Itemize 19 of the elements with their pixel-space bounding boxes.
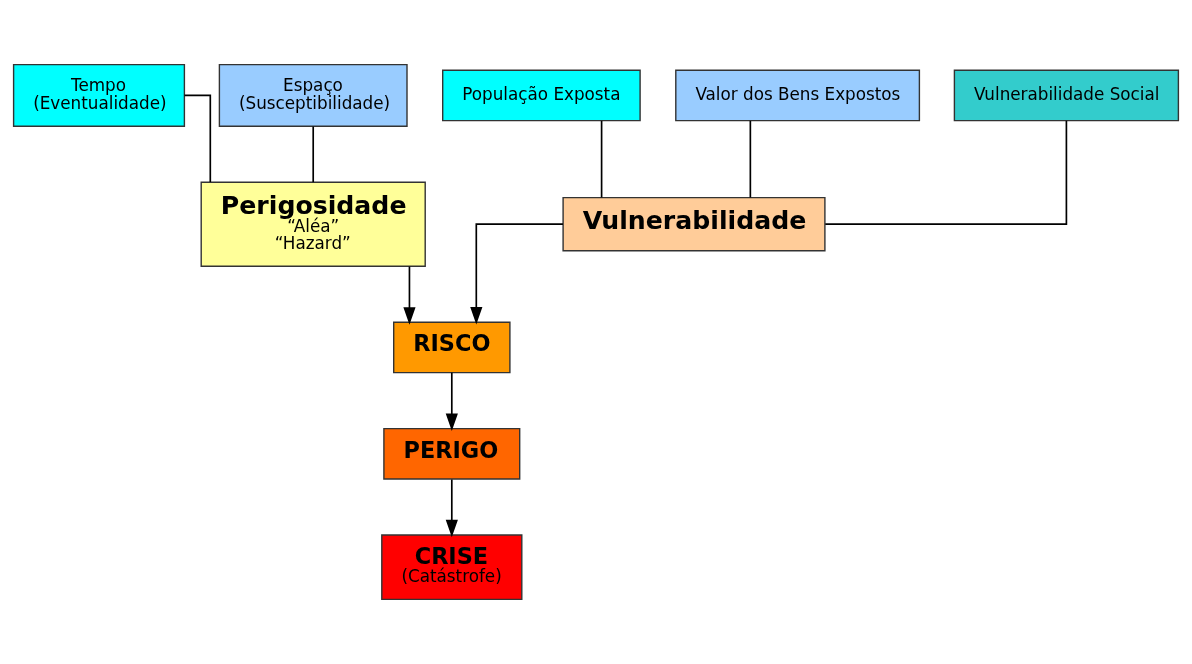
arrow [445,371,458,431]
node-box: Vulnerabilidade [562,196,826,252]
arrow [403,265,416,325]
node-box: Tempo (Eventualidade) [12,63,186,127]
node-box: Vulnerabilidade Social [953,69,1180,122]
node-box: Perigosidade “Aléa” “Hazard” [200,181,426,267]
connector [600,120,603,199]
node-box: Espaço (Susceptibilidade) [218,63,408,127]
node-box: População Exposta [442,69,641,122]
connector [312,125,315,183]
arrow [445,478,458,538]
node-box: Valor dos Bens Expostos [675,69,921,122]
node-box: PERIGO [383,427,521,480]
connector [183,94,212,183]
connector [824,120,1068,226]
node-box: CRISE (Catástrofe) [381,534,523,601]
arrow [470,223,564,325]
node-box: RISCO [393,321,511,374]
connector [749,120,752,199]
